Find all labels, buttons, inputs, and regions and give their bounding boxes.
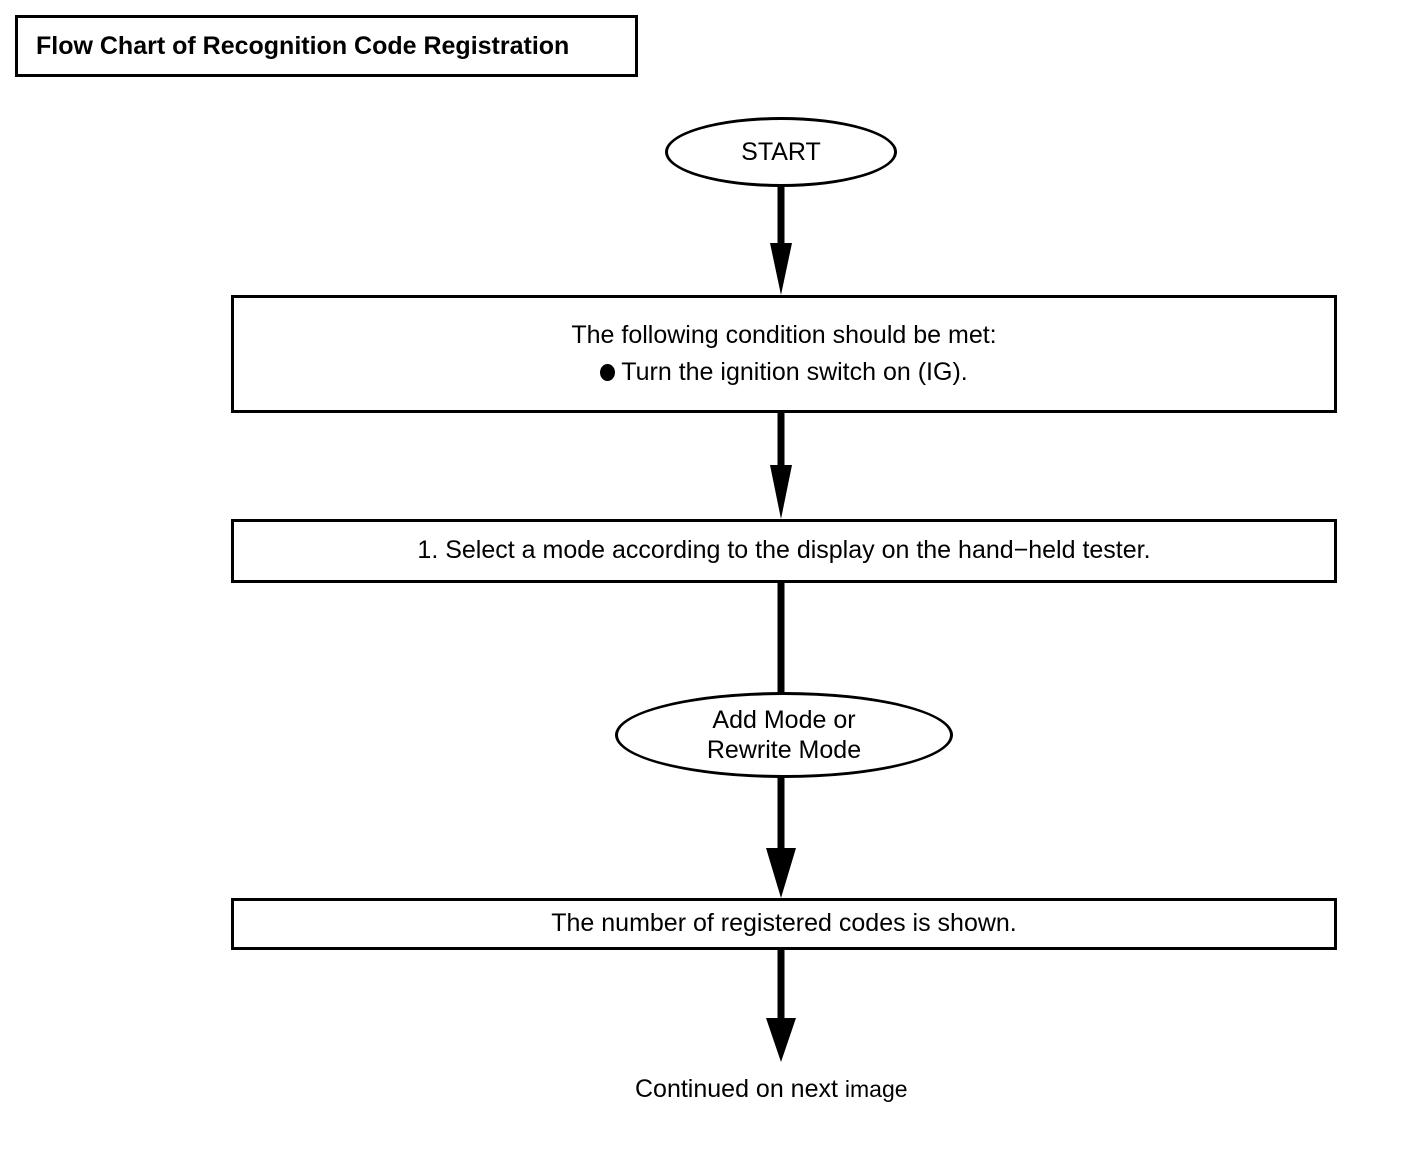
connector-stem — [777, 583, 785, 695]
page-title: Flow Chart of Recognition Code Registrat… — [36, 31, 570, 60]
arrow-down-icon — [770, 465, 792, 519]
continued-caption-tail: image — [844, 1076, 908, 1102]
arrow-down-icon — [770, 243, 792, 295]
connector-stem — [777, 950, 785, 1020]
connector-condition-to-step-1 — [749, 413, 813, 519]
node-condition-line-2: Turn the ignition switch on (IG). — [621, 358, 968, 386]
page-title-box: Flow Chart of Recognition Code Registrat… — [15, 15, 638, 77]
node-start: START — [665, 117, 897, 187]
connector-mode-to-result — [749, 770, 813, 898]
node-result-label: The number of registered codes is shown. — [551, 909, 1017, 938]
continued-caption-main: Continued on next — [635, 1075, 845, 1103]
connector-start-to-condition — [749, 185, 813, 295]
node-mode: Add Mode or Rewrite Mode — [615, 692, 953, 778]
node-condition: The following condition should be met: T… — [231, 295, 1337, 413]
node-step-1-label: 1. Select a mode according to the displa… — [417, 536, 1151, 565]
connector-stem — [777, 185, 785, 251]
continued-caption: Continued on next image — [635, 1075, 908, 1104]
node-start-label: START — [741, 137, 821, 166]
node-mode-line-1: Add Mode or — [712, 705, 856, 734]
connector-stem — [777, 770, 785, 852]
node-mode-line-2: Rewrite Mode — [706, 736, 862, 764]
bullet-dot-icon — [600, 364, 616, 382]
connector-stem — [777, 413, 785, 473]
arrow-down-icon — [766, 848, 796, 898]
node-condition-line-2-row: Turn the ignition switch on (IG). — [600, 354, 968, 392]
node-step-1: 1. Select a mode according to the displa… — [231, 519, 1337, 583]
node-result: The number of registered codes is shown. — [231, 898, 1337, 950]
node-condition-line-1: The following condition should be met: — [571, 320, 997, 349]
connector-result-to-continued — [749, 950, 813, 1062]
connector-step-1-to-mode — [749, 583, 813, 695]
arrow-down-icon — [766, 1018, 796, 1062]
